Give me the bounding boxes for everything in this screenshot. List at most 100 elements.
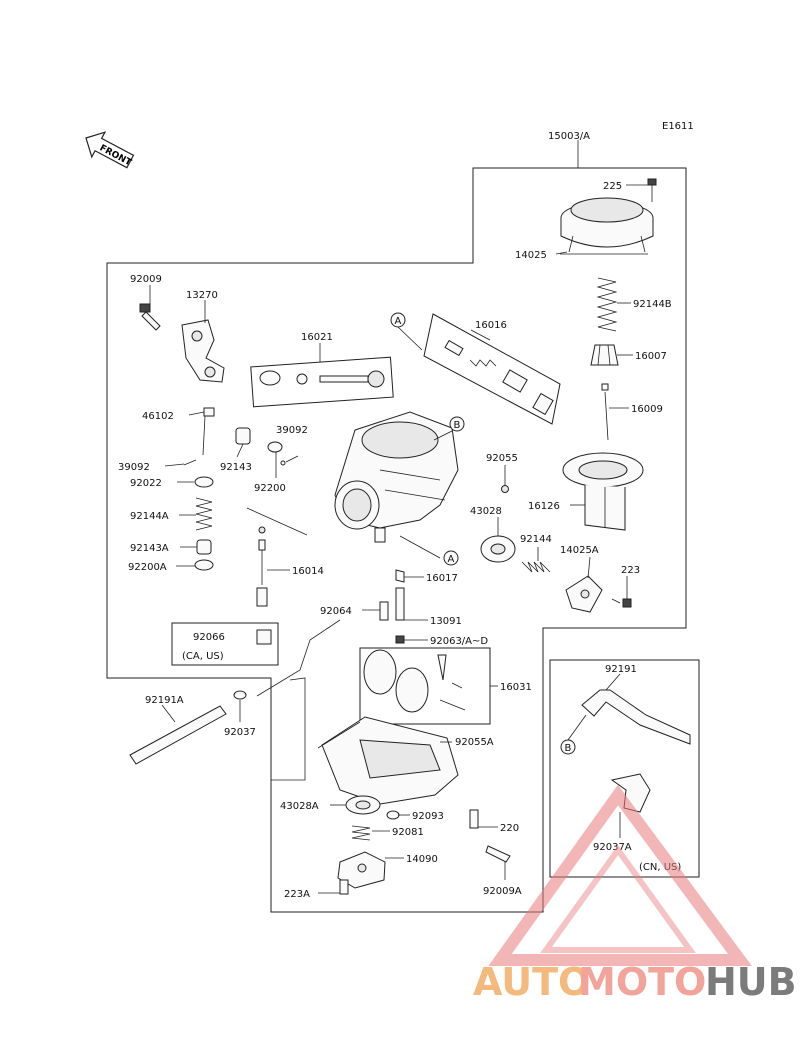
watermark-text-moto: MOTO [578, 960, 706, 1004]
float-chamber [317, 716, 459, 805]
label-92143A: 92143A [130, 543, 169, 554]
diaphragm-43028A [345, 795, 381, 815]
main-assembly-frame [106, 167, 687, 913]
label-92143: 92143 [220, 462, 252, 473]
ref-marker-a-bottom: A [443, 550, 459, 566]
label-92200A: 92200A [128, 562, 167, 573]
label-14025: 14025 [515, 250, 547, 261]
label-92009A: 92009A [483, 886, 522, 897]
label-92037: 92037 [224, 727, 256, 738]
main-jet-92063 [395, 635, 405, 644]
hose-92191A [129, 705, 227, 765]
watermark-text-auto: AUTO [473, 960, 590, 1004]
washer-92022 [194, 476, 214, 488]
label-220: 220 [500, 823, 519, 834]
screw-220 [469, 809, 479, 829]
screw-223 [611, 598, 632, 608]
bolt-92009 [139, 303, 161, 331]
label-223: 223 [621, 565, 640, 576]
carburetor-body [334, 411, 459, 543]
starter-plunger-16021 [250, 356, 394, 408]
oring-92093 [386, 810, 400, 820]
front-arrow-icon: FRONT [85, 131, 135, 169]
label-16031: 16031 [500, 682, 532, 693]
jet-needle-16009 [601, 383, 609, 441]
label-16016: 16016 [475, 320, 507, 331]
label-92066-note: (CA, US) [182, 651, 224, 662]
ref-marker-b-bottom: B [560, 739, 576, 755]
spring-92144A [195, 497, 213, 531]
label-92022: 92022 [130, 478, 162, 489]
label-16009: 16009 [631, 404, 663, 415]
part-labels: 15003/A 225 14025 92144B 16007 16009 161… [118, 131, 681, 900]
pin-39092-right [280, 455, 299, 466]
float-16031 [359, 647, 491, 725]
valve-16014 [246, 507, 308, 607]
hose-sub-frame [549, 659, 700, 878]
ref-marker-b-top: B [449, 416, 465, 432]
label-92009: 92009 [130, 274, 162, 285]
label-92191: 92191 [605, 664, 637, 675]
hose-92191 [581, 689, 691, 745]
label-13270: 13270 [186, 290, 218, 301]
label-43028: 43028 [470, 506, 502, 517]
watermark-text-hub: HUB [705, 960, 797, 1004]
label-16017: 16017 [426, 573, 458, 584]
cover-14090 [337, 851, 386, 889]
ref-marker-a-top: A [390, 312, 406, 328]
clip-92037 [233, 690, 247, 700]
spring-92081 [351, 825, 371, 841]
label-16007: 16007 [635, 351, 667, 362]
clip-16017 [395, 569, 405, 583]
pin-39092-left [183, 459, 197, 466]
label-46102: 46102 [142, 411, 174, 422]
label-92055A: 92055A [455, 737, 494, 748]
label-16021: 16021 [301, 332, 333, 343]
part-92066-box [171, 622, 279, 666]
svg-text:B: B [454, 420, 461, 431]
bracket-13270 [181, 319, 225, 383]
label-92064: 92064 [320, 606, 352, 617]
label-39092-right: 39092 [276, 425, 308, 436]
seal-92143A [196, 539, 212, 555]
label-92081: 92081 [392, 827, 424, 838]
bolt-92009A [485, 845, 511, 863]
spring-92144B [596, 277, 618, 332]
automotohub-watermark-logo: AUTO MOTO HUB [473, 784, 797, 1004]
leader-lines [149, 140, 648, 894]
plug-92066 [256, 629, 272, 645]
screw-223A [339, 879, 349, 895]
label-92037A: 92037A [593, 842, 632, 853]
label-92144B: 92144B [633, 299, 672, 310]
label-39092-left: 39092 [118, 462, 150, 473]
label-43028A: 43028A [280, 801, 319, 812]
label-92055: 92055 [486, 453, 518, 464]
label-15003A: 15003/A [548, 131, 590, 142]
label-14025A: 14025A [560, 545, 599, 556]
diaphragm-43028 [480, 535, 516, 563]
jet-92064 [379, 601, 389, 621]
seal-92143 [235, 427, 251, 445]
label-92066: 92066 [193, 632, 225, 643]
label-92191A: 92191A [145, 695, 184, 706]
svg-text:B: B [565, 743, 572, 754]
needle-holder-16007 [590, 344, 619, 366]
needle-jet-13091 [395, 587, 405, 621]
diagram-code: E1611 [662, 121, 694, 132]
label-223A: 223A [284, 889, 310, 900]
label-92037A-note: (CN, US) [639, 862, 681, 873]
label-14090: 14090 [406, 854, 438, 865]
screw-225 [647, 178, 657, 202]
label-92144: 92144 [520, 534, 552, 545]
spring-92144 [521, 561, 551, 573]
label-13091: 13091 [430, 616, 462, 627]
clip-92037A [610, 773, 651, 813]
label-92093: 92093 [412, 811, 444, 822]
label-92200: 92200 [254, 483, 286, 494]
top-cover-14025 [560, 197, 654, 255]
label-225: 225 [603, 181, 622, 192]
o-ring-92055 [501, 485, 509, 493]
washer-92200A [194, 559, 214, 571]
svg-text:A: A [448, 554, 455, 565]
